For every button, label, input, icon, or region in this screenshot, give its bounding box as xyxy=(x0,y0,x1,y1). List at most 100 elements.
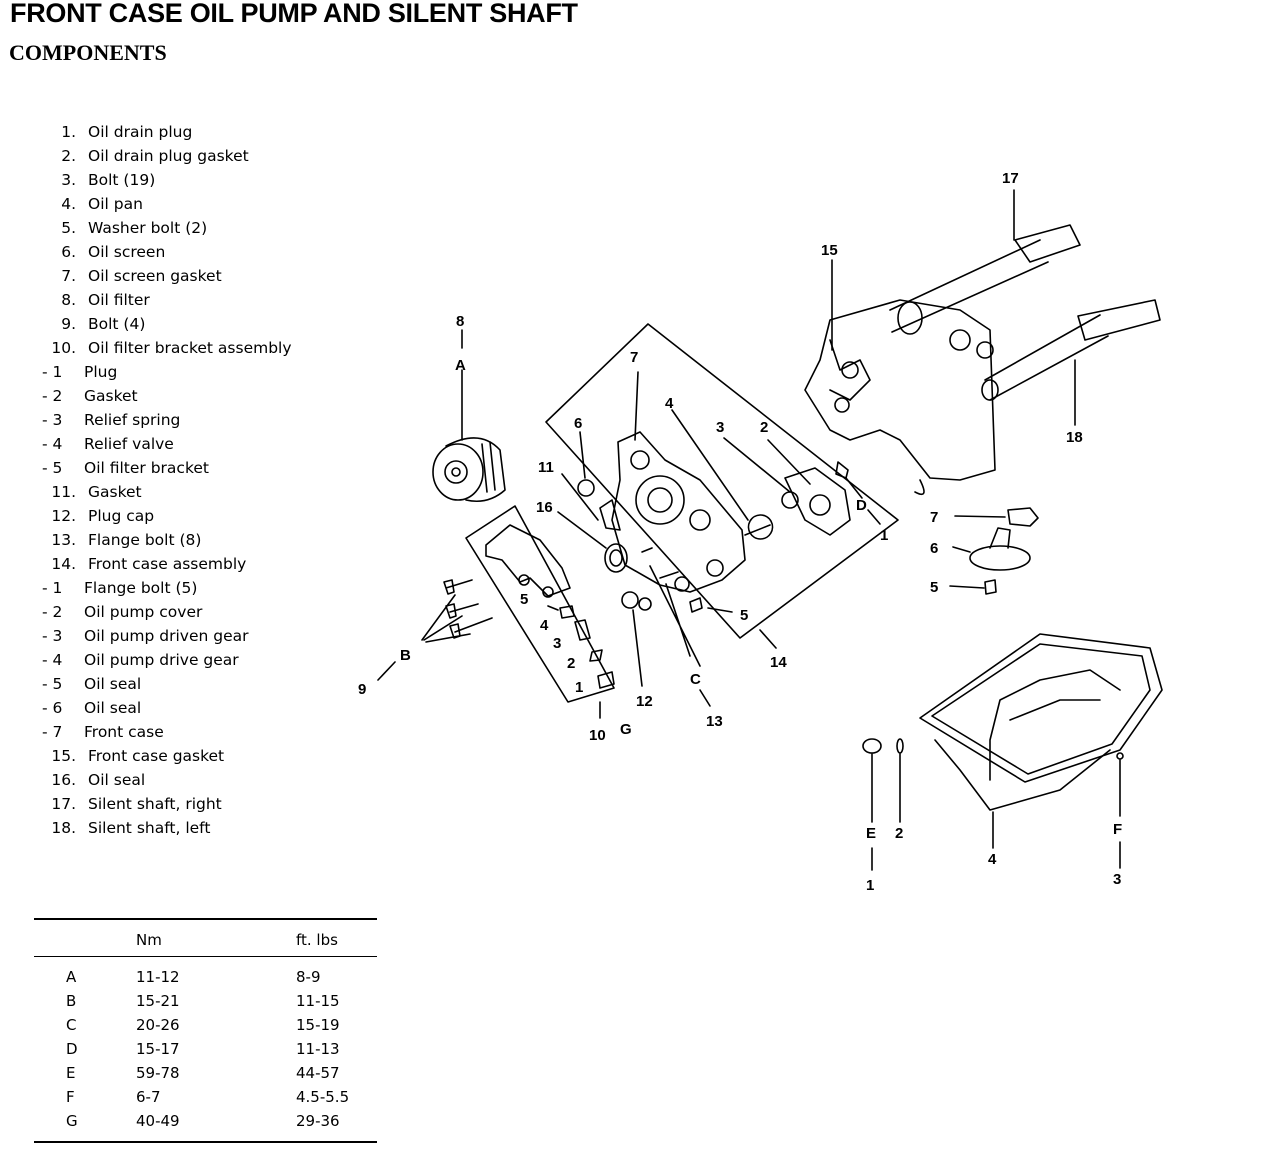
table-cell: 8-9 xyxy=(296,968,321,986)
table-cell: A xyxy=(66,968,77,986)
table-cell: E xyxy=(66,1064,76,1082)
legend-item-label: Oil seal xyxy=(84,675,142,693)
legend-item: 5.Washer bolt (2) xyxy=(32,216,292,240)
legend-item: - 4 Oil pump drive gear xyxy=(32,648,292,672)
legend-item-label: Flange bolt (5) xyxy=(84,579,198,597)
legend-item-number: 5. xyxy=(61,219,76,237)
callout-labels: 8 A B 9 7 4 3 2 6 11 16 D 1 5 14 C 13 12… xyxy=(358,170,1122,894)
callout-b3: 3 xyxy=(553,635,561,652)
oil-screen-part xyxy=(949,507,1039,595)
legend-item-number: - 4 xyxy=(42,651,63,669)
legend-item-label: Silent shaft, right xyxy=(88,795,222,813)
table-cell: 4.5-5.5 xyxy=(296,1088,350,1106)
legend-item-number: 1. xyxy=(61,123,76,141)
callout-d3: 3 xyxy=(1113,871,1121,888)
callout-d4: 4 xyxy=(988,851,997,868)
legend-item: - 7 Front case xyxy=(32,720,292,744)
legend-item: 13.Flange bolt (8) xyxy=(32,528,292,552)
table-cell: F xyxy=(66,1088,75,1106)
legend-item-number: 12. xyxy=(51,507,76,525)
legend-item: 14.Front case assembly xyxy=(32,552,292,576)
oil-filter-part xyxy=(432,329,506,503)
legend-item: 12.Plug cap xyxy=(32,504,292,528)
table-cell: 11-15 xyxy=(296,992,340,1010)
callout-b2: 2 xyxy=(567,655,575,672)
callout-8: 8 xyxy=(456,313,464,330)
legend-item-number: 9. xyxy=(61,315,76,333)
legend-item-label: Bolt (4) xyxy=(88,315,146,333)
callout-10: 10 xyxy=(589,727,606,744)
legend-item: 1. Oil drain plug xyxy=(32,120,292,144)
legend-item-label: Oil filter xyxy=(88,291,150,309)
legend-item-label: Front case xyxy=(84,723,164,741)
callout-13: 13 xyxy=(706,713,723,730)
legend-item-label: Oil drain plug gasket xyxy=(88,147,249,165)
callout-G: G xyxy=(620,721,632,738)
filter-bracket-assembly-part xyxy=(465,505,615,719)
legend-item-number: - 3 xyxy=(42,411,63,429)
plug-cap-part xyxy=(621,565,711,707)
legend-item-number: 8. xyxy=(61,291,76,309)
legend-item-number: - 2 xyxy=(42,387,63,405)
callout-C: C xyxy=(690,671,701,688)
callout-18: 18 xyxy=(1066,429,1083,446)
legend-item: 18.Silent shaft, left xyxy=(32,816,292,840)
callout-6: 6 xyxy=(574,415,582,432)
legend-item-number: - 7 xyxy=(42,723,63,741)
legend-item: 11.Gasket xyxy=(32,480,292,504)
callout-s6: 6 xyxy=(930,540,938,557)
table-header-cell: ft. lbs xyxy=(296,931,338,949)
legend-item-label: Oil pump cover xyxy=(84,603,203,621)
legend-item-label: Silent shaft, left xyxy=(88,819,211,837)
bolts-part xyxy=(377,579,493,681)
legend-item-label: Oil pump drive gear xyxy=(84,651,239,669)
legend-item: 3.Bolt (19) xyxy=(32,168,292,192)
legend-item: 8. Oil filter xyxy=(32,288,292,312)
table-row: C 20-26 15-19 xyxy=(34,1013,377,1037)
table-cell: C xyxy=(66,1016,77,1034)
callout-9: 9 xyxy=(358,681,366,698)
callout-b4: 4 xyxy=(540,617,549,634)
table-header-row: Nm ft. lbs xyxy=(34,920,377,956)
legend-item-number: 15. xyxy=(51,747,76,765)
legend-item-label: Relief spring xyxy=(84,411,181,429)
legend-item-label: Oil screen xyxy=(88,243,166,261)
legend-item-number: 17. xyxy=(51,795,76,813)
legend-item: 2.Oil drain plug gasket xyxy=(32,144,292,168)
legend-item-label: Oil drain plug xyxy=(88,123,193,141)
callout-D: D xyxy=(856,497,867,514)
legend-item-number: - 2 xyxy=(42,603,63,621)
legend-item-number: - 1 xyxy=(42,363,63,381)
legend-item-label: Oil seal xyxy=(84,699,142,717)
legend-item: - 3 Relief spring xyxy=(32,408,292,432)
legend-item-number: 3. xyxy=(61,171,76,189)
legend-item-label: Oil pump driven gear xyxy=(84,627,249,645)
callout-5: 5 xyxy=(740,607,748,624)
table-cell: 20-26 xyxy=(136,1016,180,1034)
legend-item: 16.Oil seal xyxy=(32,768,292,792)
callout-1: 1 xyxy=(880,527,888,544)
callout-15: 15 xyxy=(821,242,838,259)
callout-b5: 5 xyxy=(520,591,528,608)
legend-item-label: Oil seal xyxy=(88,771,146,789)
table-top-rule xyxy=(34,918,377,920)
table-bottom-rule xyxy=(34,1141,377,1143)
oil-pan-part xyxy=(862,633,1163,871)
table-cell: 15-17 xyxy=(136,1040,180,1058)
table-cell: G xyxy=(66,1112,78,1130)
legend-item-number: 11. xyxy=(51,483,76,501)
legend-item-number: 6. xyxy=(61,243,76,261)
callout-12: 12 xyxy=(636,693,653,710)
callout-11: 11 xyxy=(538,459,554,476)
table-cell: 15-19 xyxy=(296,1016,340,1034)
